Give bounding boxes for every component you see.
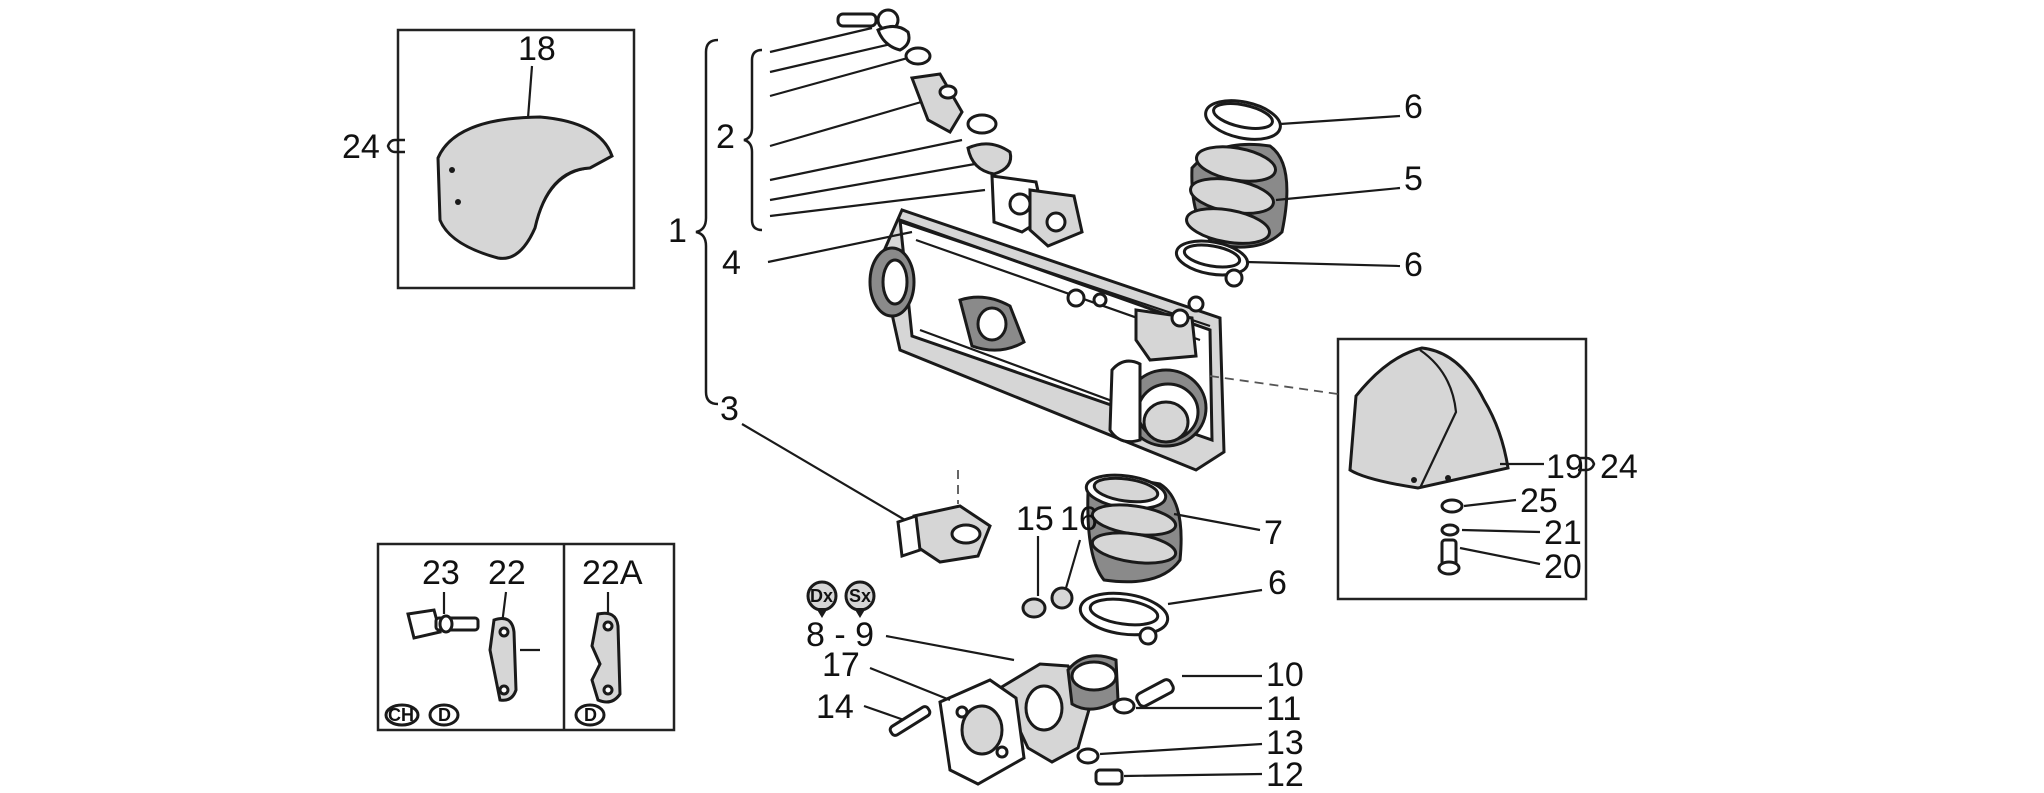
callout-13: 13 <box>1266 724 1304 762</box>
sensor-3-group: 3 <box>720 390 992 564</box>
badge-d-right <box>574 703 606 727</box>
callout-15: 15 <box>1016 500 1054 538</box>
pin-14-drawing <box>888 705 932 737</box>
callout-10: 10 <box>1266 656 1304 694</box>
callout-22a: 22A <box>582 554 643 592</box>
throttle-body <box>868 188 1226 472</box>
cable-parts-group <box>836 8 1046 234</box>
callout-16: 16 <box>1060 500 1098 538</box>
badge-sx-text: Sx <box>849 586 871 606</box>
badge-d-left <box>428 703 460 727</box>
callout-19: 19 <box>1546 448 1584 486</box>
badge-d-right-text: D <box>584 705 597 725</box>
callout-12: 12 <box>1266 756 1304 793</box>
cover-19-drawing <box>1348 346 1510 490</box>
callout-6-mid: 6 <box>1404 246 1423 284</box>
callout-7: 7 <box>1264 514 1283 552</box>
bracket-2-leaders <box>769 26 986 218</box>
callout-8-9: 8 - 9 <box>806 616 874 654</box>
badge-d-left-text: D <box>438 705 451 725</box>
cover-18-drawing <box>436 115 614 260</box>
badge-ch <box>384 703 420 727</box>
inset-brackets-left: 23 22 22A CH D D <box>376 542 676 732</box>
callout-17: 17 <box>822 646 860 684</box>
callout-21: 21 <box>1544 514 1582 552</box>
badge-ch-text: CH <box>388 705 414 725</box>
hardware-10-13: 10 11 13 12 <box>1076 656 1304 793</box>
hose-assembly-lower <box>1078 473 1183 646</box>
callout-24-right: 24 <box>1600 448 1638 486</box>
callout-25: 25 <box>1520 482 1558 520</box>
callout-6-top: 6 <box>1404 88 1423 126</box>
badge-dx-text: Dx <box>810 586 833 606</box>
callout-6-low: 6 <box>1268 564 1287 602</box>
variant-badges-8-9: Dx Sx 8 - 9 <box>806 580 1015 662</box>
callout-1: 1 <box>668 212 687 250</box>
callout-22: 22 <box>488 554 526 592</box>
callout-18: 18 <box>518 30 556 68</box>
inset-cover-right: 19 24 25 21 20 <box>1336 337 1638 601</box>
assembly-brackets: 1 2 <box>668 38 763 406</box>
callout-24-left: 24 <box>342 128 380 166</box>
hose-assembly-upper <box>1174 99 1289 288</box>
callout-4: 4 <box>722 244 741 282</box>
callout-2: 2 <box>716 118 735 156</box>
manifold-lower <box>938 654 1120 786</box>
inset-cover-left: 18 24 <box>342 28 636 290</box>
callout-11: 11 <box>1266 690 1301 728</box>
callout-23: 23 <box>422 554 460 592</box>
callout-3: 3 <box>720 390 739 428</box>
callout-5: 5 <box>1404 160 1423 198</box>
nuts-15-16: 15 16 <box>1016 500 1098 619</box>
callout-20: 20 <box>1544 548 1582 586</box>
callout-14: 14 <box>816 688 854 726</box>
